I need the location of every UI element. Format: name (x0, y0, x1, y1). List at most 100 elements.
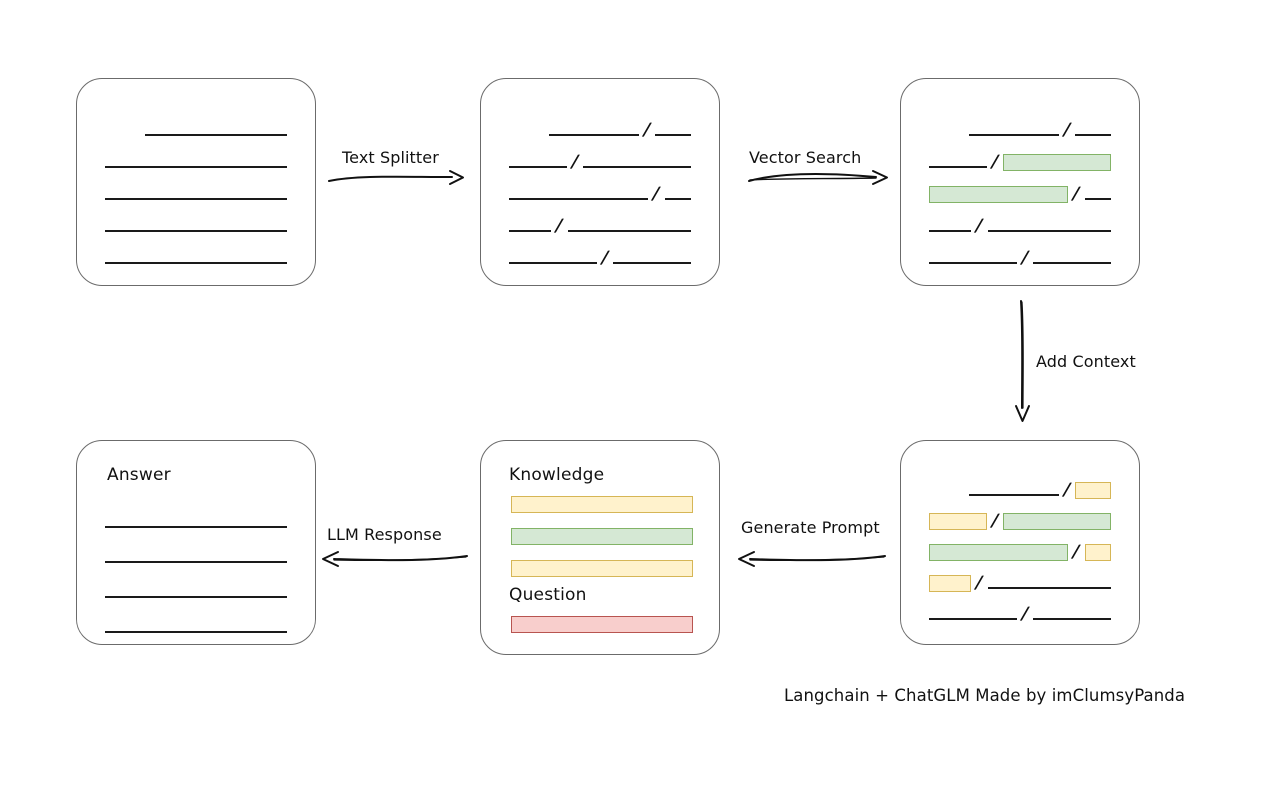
row-text-line (929, 262, 1018, 264)
document-row (105, 546, 287, 564)
row-text-line (987, 230, 1111, 232)
prompt-knowledge-bar-1 (511, 496, 693, 513)
connector-add-context-label: Add Context (1036, 352, 1136, 371)
row-slash-divider: / (1021, 248, 1030, 268)
row-text-line (613, 262, 691, 264)
row-text-line (105, 262, 287, 264)
row-highlight-green (1003, 513, 1111, 530)
connector-generate-prompt (738, 548, 886, 568)
row-slash-divider: / (975, 216, 984, 236)
document-row (105, 151, 287, 169)
document-row: / (509, 247, 691, 268)
source-document-rows (77, 79, 315, 285)
document-row: / (929, 541, 1111, 562)
connector-text-splitter-label: Text Splitter (342, 148, 439, 167)
row-text-line (969, 134, 1059, 136)
row-text-line (145, 134, 287, 136)
document-row: / (929, 572, 1111, 593)
row-text-line (1033, 262, 1111, 264)
row-text-line (509, 198, 649, 200)
document-row (105, 581, 287, 599)
row-text-line (1074, 134, 1111, 136)
connector-add-context (1012, 300, 1034, 422)
matched-chunks-rows: / / / / / (901, 79, 1139, 285)
row-slash-divider: / (1021, 604, 1030, 624)
row-text-line (105, 526, 287, 528)
row-text-line (105, 596, 287, 598)
card-answer[interactable]: Answer (76, 440, 316, 645)
row-slash-divider: / (652, 184, 661, 204)
prompt-knowledge-bar-3 (511, 560, 693, 577)
prompt-knowledge-bar-2 (511, 528, 693, 545)
document-row: / (929, 119, 1111, 140)
row-text-line (583, 166, 691, 168)
document-row: / (929, 247, 1111, 268)
prompt-knowledge-label: Knowledge (509, 465, 605, 485)
document-row: / (929, 510, 1111, 531)
row-slash-divider: / (991, 152, 1000, 172)
row-text-line (509, 230, 552, 232)
document-row: / (509, 119, 691, 140)
document-row (105, 215, 287, 233)
row-text-line (654, 134, 691, 136)
document-row (105, 119, 287, 137)
card-prompt[interactable]: Knowledge Question (480, 440, 720, 655)
row-highlight-yellow (1084, 544, 1111, 561)
row-slash-divider: / (991, 511, 1000, 531)
connector-text-splitter (328, 168, 464, 188)
row-text-line (567, 230, 691, 232)
row-text-line (105, 230, 287, 232)
row-highlight-green (1003, 154, 1111, 171)
row-text-line (987, 587, 1111, 589)
prompt-question-bar-1 (511, 616, 693, 633)
row-text-line (1084, 198, 1111, 200)
connector-generate-prompt-label: Generate Prompt (741, 518, 880, 537)
row-text-line (105, 166, 287, 168)
answer-label: Answer (107, 465, 171, 485)
row-text-line (509, 166, 568, 168)
footer-credit: Langchain + ChatGLM Made by imClumsyPand… (784, 686, 1186, 705)
row-slash-divider: / (1072, 542, 1081, 562)
card-split-chunks[interactable]: / / / / / (480, 78, 720, 286)
document-row (105, 183, 287, 201)
card-source-document[interactable] (76, 78, 316, 286)
row-text-line (105, 561, 287, 563)
row-slash-divider: / (1062, 480, 1071, 500)
document-row (105, 616, 287, 634)
row-slash-divider: / (555, 216, 564, 236)
row-text-line (929, 230, 972, 232)
document-row: / (509, 183, 691, 204)
document-row: / (509, 151, 691, 172)
row-highlight-yellow (929, 575, 972, 592)
document-row: / (929, 479, 1111, 500)
row-slash-divider: / (571, 152, 580, 172)
row-slash-divider: / (975, 573, 984, 593)
row-text-line (509, 262, 598, 264)
row-text-line (929, 166, 988, 168)
row-highlight-yellow (1074, 482, 1111, 499)
row-slash-divider: / (1062, 120, 1071, 140)
connector-llm-response (322, 548, 468, 568)
split-chunks-rows: / / / / / (481, 79, 719, 285)
document-row: / (929, 151, 1111, 172)
row-slash-divider: / (1072, 184, 1081, 204)
row-highlight-green (929, 544, 1069, 561)
row-text-line (969, 494, 1059, 496)
row-highlight-green (929, 186, 1069, 203)
document-row: / (929, 603, 1111, 624)
row-text-line (549, 134, 639, 136)
row-text-line (1033, 618, 1111, 620)
card-matched-chunks[interactable]: / / / / / (900, 78, 1140, 286)
answer-rows (77, 441, 315, 644)
row-text-line (105, 198, 287, 200)
connector-llm-response-label: LLM Response (327, 525, 442, 544)
document-row: / (929, 183, 1111, 204)
row-text-line (105, 631, 287, 633)
row-slash-divider: / (601, 248, 610, 268)
card-context-chunks[interactable]: / / / / / (900, 440, 1140, 645)
document-row: / (929, 215, 1111, 236)
connector-vector-search (748, 168, 888, 188)
row-text-line (664, 198, 691, 200)
document-row: / (509, 215, 691, 236)
row-highlight-yellow (929, 513, 988, 530)
